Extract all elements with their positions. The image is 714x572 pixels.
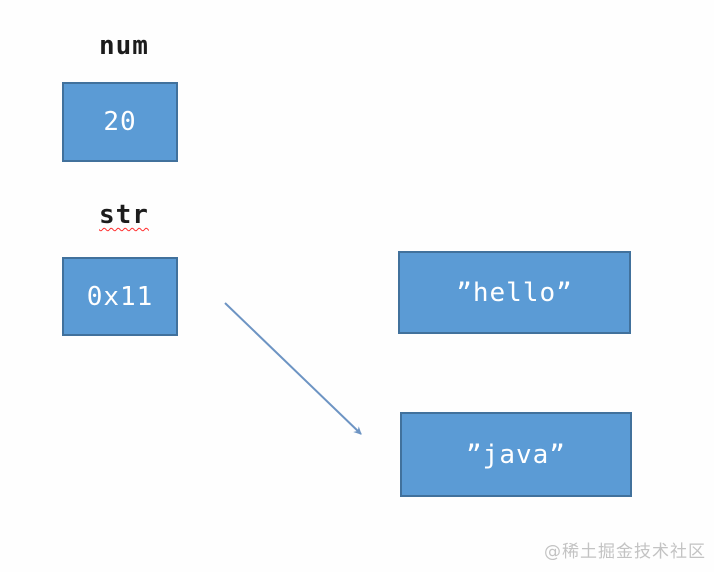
watermark: @稀土掘金技术社区 (544, 542, 706, 562)
heap-object-java-value: ”java” (466, 439, 566, 470)
variable-label-num: num (99, 31, 149, 61)
variable-value-str: 0x11 (86, 281, 154, 312)
variable-label-str: str (99, 200, 149, 230)
variable-box-num: 20 (62, 82, 178, 162)
variable-value-num: 20 (103, 107, 137, 137)
heap-object-hello-value: ”hello” (456, 277, 573, 308)
heap-object-hello: ”hello” (398, 251, 631, 334)
variable-box-str: 0x11 (62, 257, 178, 336)
heap-object-java: ”java” (400, 412, 632, 497)
